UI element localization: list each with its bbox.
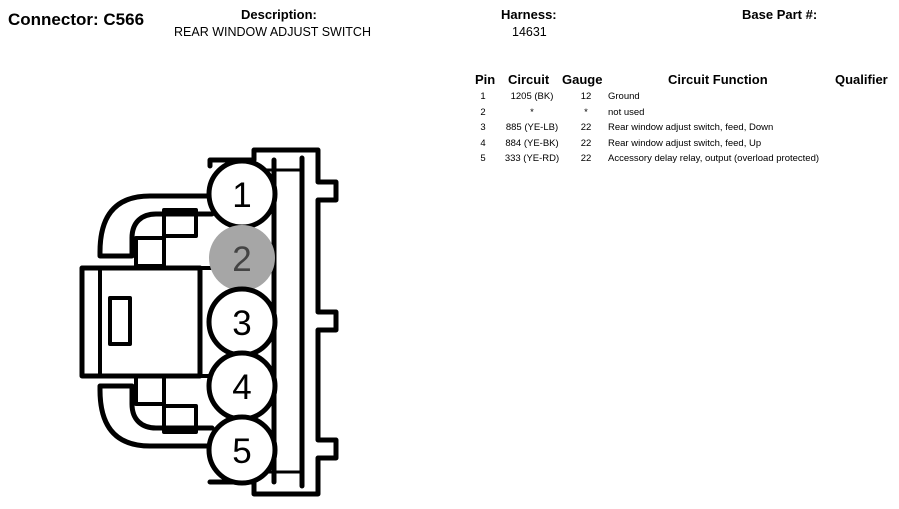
column-header-pin: Pin: [475, 72, 496, 87]
circuit-cell: 884 (YE-BK): [505, 137, 559, 149]
pin-number-label: 4: [232, 368, 251, 407]
harness-label: Harness:: [501, 7, 557, 22]
function-cell: not used: [608, 106, 645, 118]
pin-cell: 1: [480, 91, 486, 102]
pin-cavities: 1 2 3 4 5: [206, 158, 278, 486]
pin-table: 1 1205 (BK) 12 Ground 2 * * not used 3 8…: [470, 89, 819, 167]
gauge-cell: 22: [580, 137, 592, 149]
circuit-cell: 333 (YE-RD): [504, 153, 560, 164]
pin-number-label: 5: [232, 432, 251, 471]
table-row: 3 885 (YE-LB) 22 Rear window adjust swit…: [470, 120, 819, 136]
pin-cell: 2: [480, 106, 486, 118]
function-cell: Rear window adjust switch, feed, Up: [608, 137, 762, 149]
circuit-cell: 885 (YE-LB): [505, 122, 559, 133]
pin-circle: [206, 414, 278, 486]
table-row: 4 884 (YE-BK) 22 Rear window adjust swit…: [470, 136, 819, 152]
gauge-cell: 22: [580, 153, 592, 164]
gauge-cell: *: [584, 106, 588, 118]
pin-4: 4: [206, 350, 278, 422]
pin-3: 3: [206, 286, 278, 358]
table-row: 2 * * not used: [470, 105, 819, 121]
pin-5: 5: [206, 414, 278, 486]
pin-1: 1: [206, 158, 278, 230]
connector-title: Connector: C566: [8, 10, 145, 29]
pin-cell: 4: [480, 137, 486, 149]
description-label: Description:: [241, 7, 317, 22]
pin-cell: 5: [480, 153, 486, 164]
circuit-cell: *: [530, 106, 534, 118]
function-cell: Accessory delay relay, output (overload …: [608, 153, 820, 164]
circuit-cell: 1205 (BK): [510, 91, 554, 102]
column-header-gauge: Gauge: [562, 72, 603, 87]
pin-number-label: 1: [232, 176, 251, 215]
pin-2: 2: [209, 225, 275, 291]
pin-cell: 3: [480, 122, 486, 133]
description-value: REAR WINDOW ADJUST SWITCH: [174, 25, 371, 39]
column-header-qualifier: Qualifier: [835, 72, 888, 87]
column-header-circuit: Circuit: [508, 72, 550, 87]
gauge-cell: 22: [580, 122, 592, 133]
gauge-cell: 12: [580, 91, 592, 102]
pin-number-label: 2: [232, 240, 251, 279]
function-cell: Rear window adjust switch, feed, Down: [608, 122, 774, 133]
harness-value: 14631: [512, 25, 547, 39]
column-header-circuit-function: Circuit Function: [668, 72, 768, 87]
pin-circle-unused: [209, 225, 275, 291]
connector-body-left: [79, 193, 215, 449]
function-cell: Ground: [608, 91, 640, 102]
pin-number-label: 3: [232, 304, 251, 343]
base-part-label: Base Part #:: [742, 7, 818, 22]
table-row: 5 333 (YE-RD) 22 Accessory delay relay, …: [470, 151, 819, 167]
table-row: 1 1205 (BK) 12 Ground: [470, 89, 819, 105]
